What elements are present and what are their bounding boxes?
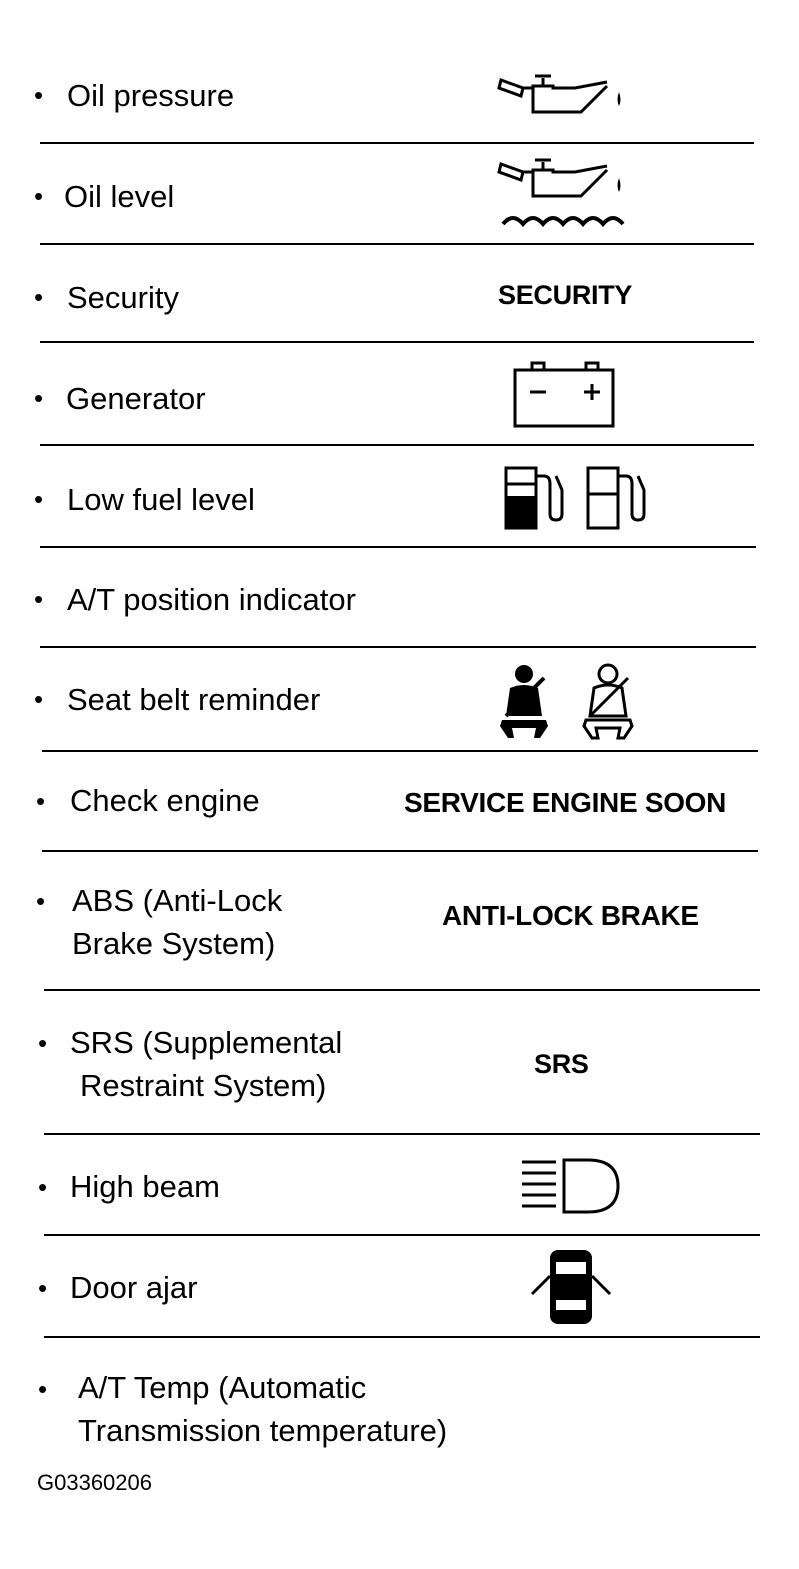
bullet: • [34, 282, 44, 312]
divider [40, 341, 754, 343]
item-label-line2: Brake System) [72, 926, 276, 961]
high-beam-icon [518, 1156, 622, 1218]
divider [44, 1336, 760, 1338]
divider [40, 546, 756, 548]
divider [44, 1234, 760, 1236]
divider [40, 142, 754, 144]
item-label: Low fuel level [67, 482, 255, 517]
oil-can-icon [495, 72, 630, 122]
bullet: • [38, 1028, 48, 1058]
item-label-line2: Restraint System) [80, 1068, 327, 1103]
divider [44, 989, 760, 991]
seat-belt-icon [496, 660, 646, 742]
item-label-line1: SRS (Supplemental [70, 1025, 343, 1060]
item-label-line1: ABS (Anti-Lock [72, 883, 283, 918]
item-label-line2: Transmission temperature) [78, 1413, 448, 1448]
bullet: • [34, 80, 44, 110]
item-label: Check engine [70, 783, 260, 818]
item-label: A/T position indicator [67, 582, 356, 617]
item-label-line1: A/T Temp (Automatic [78, 1370, 367, 1405]
figure-id: G03360206 [37, 1470, 152, 1495]
battery-icon [512, 360, 618, 430]
item-label: Oil pressure [67, 78, 235, 113]
item-label: Seat belt reminder [67, 682, 321, 717]
divider [40, 444, 754, 446]
divider [42, 750, 758, 752]
bullet: • [36, 786, 46, 816]
bullet: • [34, 584, 44, 614]
divider [40, 646, 756, 648]
item-label: Generator [66, 381, 206, 416]
divider [42, 850, 758, 852]
bullet: • [34, 484, 44, 514]
fuel-pump-icon [502, 462, 650, 534]
security-indicator: SECURITY [498, 280, 633, 310]
anti-lock-brake-indicator: ANTI-LOCK BRAKE [442, 900, 699, 931]
bullet: • [38, 1172, 48, 1202]
item-label: High beam [70, 1169, 220, 1204]
bullet: • [34, 383, 44, 413]
divider [40, 243, 754, 245]
divider [44, 1133, 760, 1135]
bullet: • [38, 1374, 48, 1404]
bullet: • [38, 1273, 48, 1303]
oil-level-icon [495, 152, 630, 232]
item-label: Security [67, 280, 179, 315]
srs-indicator: SRS [534, 1049, 589, 1079]
item-label: Door ajar [70, 1270, 198, 1305]
door-ajar-icon [528, 1246, 614, 1326]
bullet: • [36, 886, 46, 916]
item-label: Oil level [64, 179, 175, 214]
service-engine-soon-indicator: SERVICE ENGINE SOON [404, 787, 727, 818]
bullet: • [34, 684, 44, 714]
bullet: • [34, 181, 44, 211]
